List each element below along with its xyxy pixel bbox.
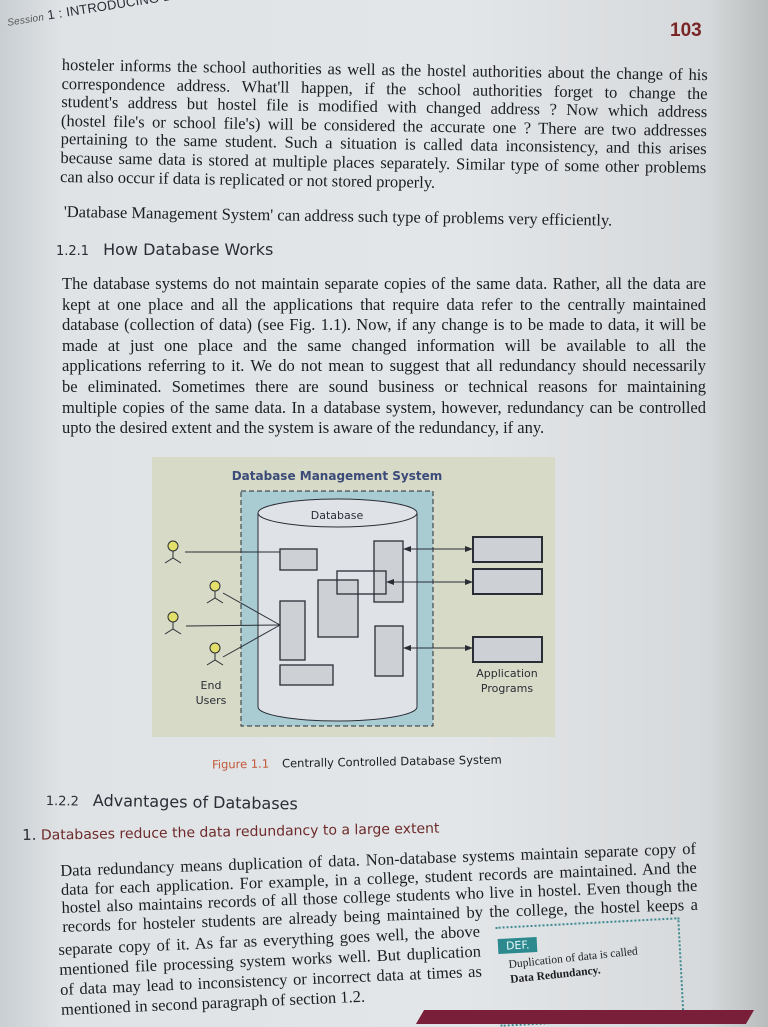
application-programs bbox=[472, 536, 543, 663]
data-block bbox=[317, 579, 359, 638]
user-icon bbox=[164, 540, 182, 564]
item-number: 1. bbox=[22, 825, 37, 844]
figure-number: Figure 1.1 bbox=[212, 757, 269, 772]
end-users-label: End bbox=[201, 679, 222, 692]
text-line: database (collection of data) (see Fig. … bbox=[62, 315, 706, 335]
section-heading-1-2-1: 1.2.1 How Database Works bbox=[56, 240, 273, 259]
figure-title: Database Management System bbox=[232, 469, 443, 483]
user-icon bbox=[206, 642, 224, 666]
database-label: Database bbox=[311, 509, 364, 522]
text-line: upto the desired extent and the system i… bbox=[62, 418, 545, 438]
section-number: 1.2.2 bbox=[45, 793, 80, 810]
app-programs-label: Programs bbox=[481, 682, 533, 695]
text-line: applications referring to it. We do not … bbox=[62, 356, 706, 376]
data-blocks bbox=[279, 540, 404, 686]
user-icon bbox=[164, 611, 182, 635]
access-arrows bbox=[386, 546, 473, 651]
app-programs-label: Application bbox=[476, 667, 537, 680]
page-number: 103 bbox=[670, 20, 702, 41]
figure-caption: Centrally Controlled Database System bbox=[282, 753, 502, 771]
user-links bbox=[185, 551, 281, 658]
footer-strip bbox=[415, 1010, 755, 1024]
text-line: multiple copies of the same data. In a d… bbox=[62, 397, 706, 417]
definition-tag: DEF. bbox=[497, 936, 538, 955]
section-number: 1.2.1 bbox=[56, 244, 90, 259]
text-line: be eliminated. Sometimes there are sound… bbox=[62, 376, 706, 396]
paragraph-2: The database systems do not maintain sep… bbox=[62, 274, 706, 439]
section-title: Advantages of Databases bbox=[92, 790, 298, 814]
data-block bbox=[374, 625, 404, 677]
text-line: kept at one place and all the applicatio… bbox=[62, 294, 706, 314]
data-block bbox=[279, 600, 306, 661]
app-program-box bbox=[472, 636, 543, 663]
end-users bbox=[164, 540, 224, 666]
end-users-label: Users bbox=[196, 694, 227, 707]
data-block bbox=[279, 548, 318, 571]
data-block bbox=[279, 664, 334, 686]
section-title: How Database Works bbox=[103, 240, 274, 259]
text-line: made at just one place and the same chan… bbox=[62, 335, 706, 355]
user-icon bbox=[206, 580, 224, 604]
app-program-box bbox=[472, 536, 543, 563]
app-program-box bbox=[472, 568, 543, 595]
text-line: The database systems do not maintain sep… bbox=[62, 274, 706, 293]
